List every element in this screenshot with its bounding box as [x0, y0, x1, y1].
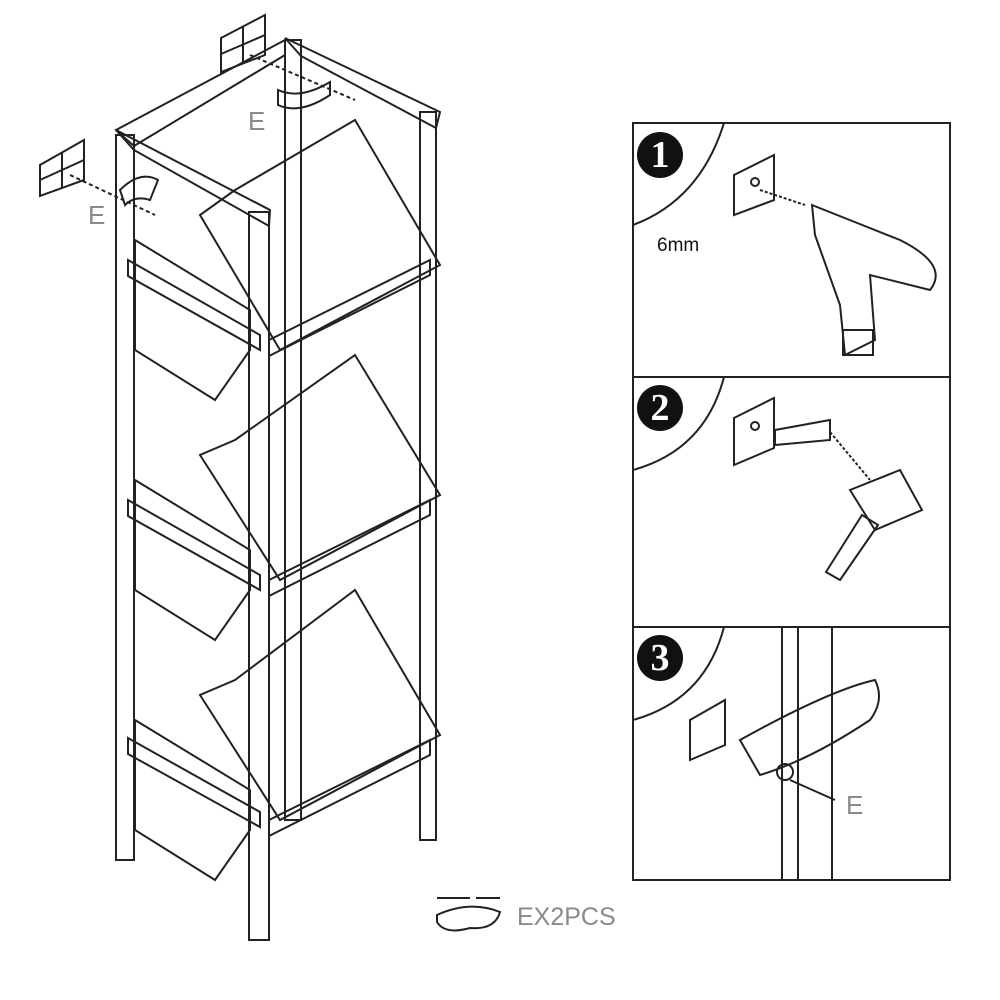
wall-anchor-top: [220, 13, 356, 110]
step-2-badge: 2: [637, 385, 683, 431]
wall-anchor-left: [39, 138, 160, 216]
label-e-left: E: [88, 200, 106, 230]
parts-label: EX2PCS: [517, 903, 616, 931]
hardware-icon: [436, 897, 502, 932]
steps-panel: [632, 122, 951, 881]
label-e-top: E: [248, 106, 266, 136]
shelves: [134, 118, 442, 882]
step-1-badge: 1: [637, 132, 683, 178]
step-3-badge: 3: [637, 635, 683, 681]
drill-size-label: 6mm: [657, 235, 700, 256]
shelf-frame: [114, 37, 442, 941]
step-3-label-e: E: [846, 790, 864, 820]
